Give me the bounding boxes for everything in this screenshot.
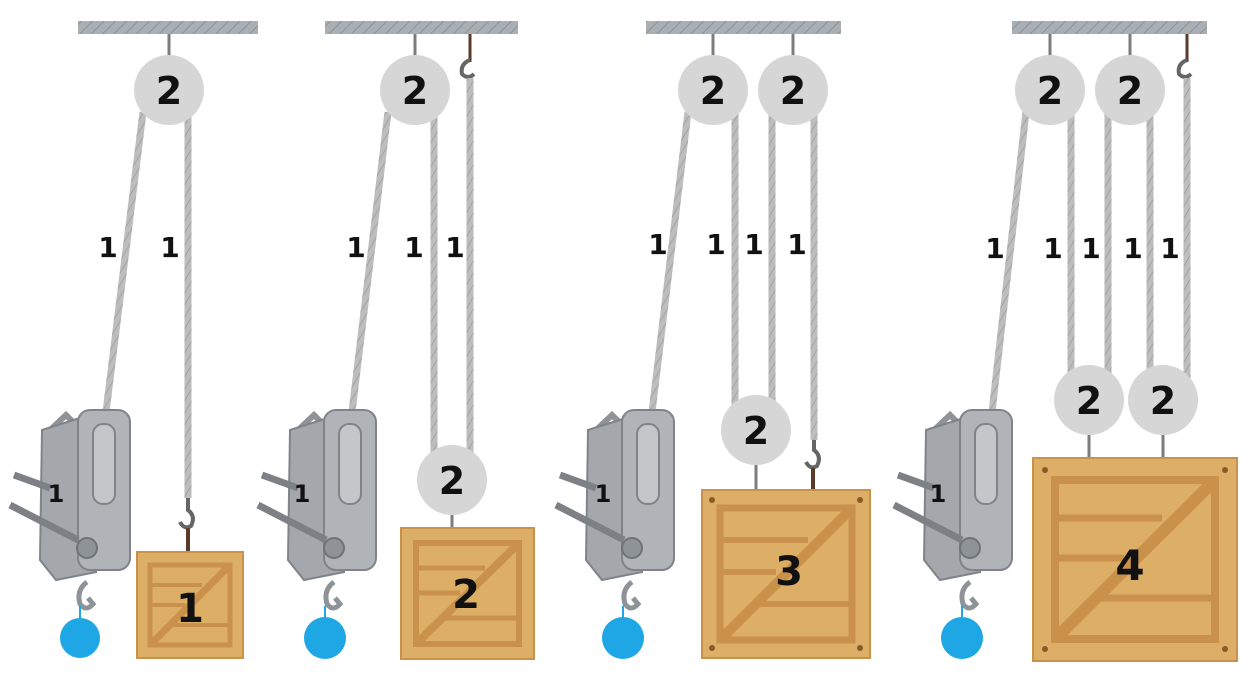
counterweight-ball bbox=[304, 617, 346, 659]
hoist-label: 1 bbox=[595, 480, 612, 508]
pulley-label: 2 bbox=[156, 69, 182, 113]
rope-label: 1 bbox=[404, 231, 423, 264]
rope-segment bbox=[348, 111, 392, 413]
ceiling-beam bbox=[78, 21, 258, 34]
rope-label: 1 bbox=[744, 228, 763, 261]
anchor-hook bbox=[459, 58, 476, 79]
counterweight-ball bbox=[941, 617, 983, 659]
pulley-label: 2 bbox=[743, 409, 769, 453]
load-hook bbox=[178, 498, 195, 530]
pulley: 2 bbox=[721, 395, 791, 465]
pulley: 2 bbox=[134, 55, 204, 125]
pulley: 2 bbox=[380, 55, 450, 125]
counterweight-ball bbox=[60, 618, 100, 658]
rope-label: 1 bbox=[787, 228, 806, 261]
rope-segment bbox=[102, 111, 147, 413]
crate: 1 bbox=[136, 551, 244, 659]
pulley-label: 2 bbox=[439, 459, 465, 503]
rope-label: 1 bbox=[346, 231, 365, 264]
hoist-label: 1 bbox=[294, 480, 311, 508]
hoist-hook bbox=[959, 579, 980, 611]
ceiling-beam bbox=[325, 21, 518, 34]
chain-hoist: 1 bbox=[8, 409, 131, 611]
chain-hoist: 1 bbox=[554, 409, 675, 611]
rope-label: 1 bbox=[1081, 232, 1100, 265]
rope-label: 1 bbox=[706, 228, 725, 261]
crate-label: 4 bbox=[1115, 541, 1144, 590]
load-hook bbox=[804, 440, 821, 470]
pulley-label: 2 bbox=[780, 69, 806, 113]
pulley-label: 2 bbox=[700, 69, 726, 113]
pulley-label: 2 bbox=[402, 69, 428, 113]
pulley-label: 2 bbox=[1076, 379, 1102, 423]
crate-label: 1 bbox=[176, 586, 204, 632]
crate: 4 bbox=[1032, 457, 1238, 662]
pulley: 2 bbox=[417, 445, 487, 515]
panel-2: 2 2 1 1 1 1 2 bbox=[256, 21, 535, 660]
rope-label: 1 bbox=[160, 231, 179, 264]
rope-label: 1 bbox=[445, 231, 464, 264]
rope-label: 1 bbox=[1043, 232, 1062, 265]
pulley: 2 bbox=[1054, 365, 1124, 435]
pulley: 2 bbox=[758, 55, 828, 125]
rope-segment bbox=[988, 111, 1030, 413]
pulley: 2 bbox=[1095, 55, 1165, 125]
hoist-label: 1 bbox=[48, 480, 65, 508]
hoist-hook bbox=[76, 579, 97, 611]
rope-label: 1 bbox=[98, 231, 117, 264]
pulley-label: 2 bbox=[1117, 69, 1143, 113]
crate-label: 2 bbox=[452, 572, 480, 618]
ceiling-beam bbox=[1012, 21, 1207, 34]
pulley: 2 bbox=[1015, 55, 1085, 125]
pulley: 2 bbox=[1128, 365, 1198, 435]
rope-label: 1 bbox=[985, 232, 1004, 265]
rope-label: 1 bbox=[1123, 232, 1142, 265]
ceiling-beam bbox=[646, 21, 841, 34]
pulley: 2 bbox=[678, 55, 748, 125]
crate: 3 bbox=[701, 489, 871, 659]
hoist-hook bbox=[621, 579, 642, 611]
panel-3: 2 2 2 1 1 1 1 1 bbox=[554, 21, 871, 659]
rope-label: 1 bbox=[1160, 232, 1179, 265]
pulley-label: 2 bbox=[1037, 69, 1063, 113]
counterweight-ball bbox=[602, 617, 644, 659]
rope-segment bbox=[648, 111, 692, 413]
chain-hoist: 1 bbox=[256, 409, 377, 611]
crate-label: 3 bbox=[775, 549, 803, 595]
anchor-hook bbox=[1176, 58, 1193, 79]
rope-label: 1 bbox=[648, 228, 667, 261]
panel-1: 2 1 1 1 1 bbox=[8, 21, 258, 659]
pulley-label: 2 bbox=[1150, 379, 1176, 423]
crate: 2 bbox=[400, 527, 535, 660]
hoist-label: 1 bbox=[930, 480, 947, 508]
panel-4: 2 2 2 2 1 1 1 1 1 1 bbox=[892, 21, 1238, 662]
hoist-hook bbox=[323, 579, 344, 611]
chain-hoist: 1 bbox=[892, 409, 1013, 611]
